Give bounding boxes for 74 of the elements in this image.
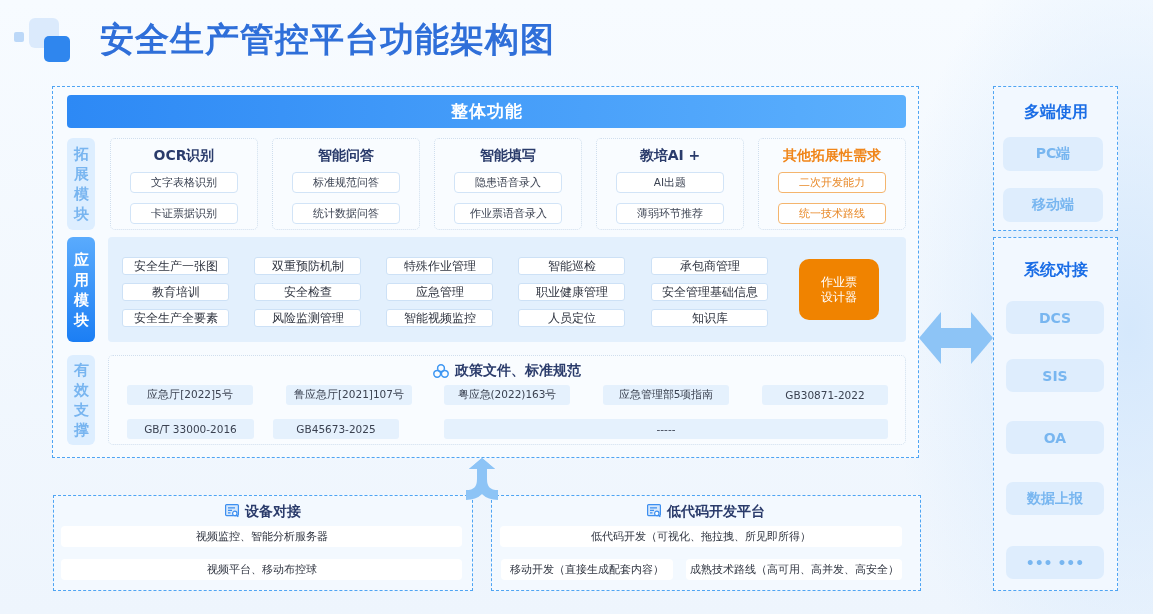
- feature-tag: 智能视频监控: [386, 309, 493, 327]
- platform-panel: [53, 495, 473, 591]
- feature-tag: 应急管理: [386, 283, 493, 301]
- side-tab: 应用模块: [67, 237, 95, 342]
- standard-tag: 应急厅[2022]5号: [127, 385, 253, 405]
- endpoint-tile: ••• •••: [1006, 546, 1104, 579]
- feature-card: [758, 138, 906, 230]
- feature-bar: 视频监控、智能分析服务器: [61, 526, 462, 547]
- title: 安全生产管控平台功能架构图: [100, 18, 555, 61]
- feature-tag: 统一技术路线: [778, 203, 886, 224]
- feature-tag: 双重预防机制: [254, 257, 361, 275]
- feature-tag: AI出题: [616, 172, 724, 193]
- feature-tag: 标准规范问答: [292, 172, 400, 193]
- standard-tag: GB/T 33000-2016: [127, 419, 254, 439]
- feature-tag: 智能巡检: [518, 257, 625, 275]
- panel-heading: 低代码开发平台: [667, 502, 765, 520]
- header-bar: 整体功能: [67, 95, 906, 128]
- feature-bar: 成熟技术路线（高可用、高并发、高安全）: [686, 559, 902, 580]
- standard-tag: GB45673-2025: [273, 419, 399, 439]
- standard-tag: -----: [444, 419, 888, 439]
- standard-tag: GB30871-2022: [762, 385, 888, 405]
- feature-tag: 安全生产一张图: [122, 257, 229, 275]
- panel-title: 多端使用: [1023, 102, 1088, 122]
- support-panel: [108, 355, 906, 445]
- feature-card: [272, 138, 420, 230]
- card-title: 其他拓展性需求: [783, 146, 881, 165]
- side-tab: 有效支撑: [67, 355, 95, 445]
- endpoint-tile: 移动端: [1003, 188, 1103, 222]
- platform-panel: [491, 495, 921, 591]
- double-arrow: [919, 312, 993, 364]
- panel-title: 系统对接: [1023, 259, 1088, 280]
- feature-tag: 卡证票据识别: [130, 203, 238, 224]
- feature-bar: 视频平台、移动布控球: [61, 559, 462, 580]
- feature-tag: 风险监测管理: [254, 309, 361, 327]
- feature-tile: 作业票设计器: [799, 259, 879, 320]
- standard-tag: 鲁应急厅[2021]107号: [286, 385, 412, 405]
- feature-tag: 安全生产全要素: [122, 309, 229, 327]
- feature-tag: 安全管理基础信息: [651, 283, 768, 301]
- module-panel: [108, 237, 906, 342]
- feature-bar: 移动开发（直接生成配套内容）: [501, 559, 673, 580]
- feature-card: [596, 138, 744, 230]
- feature-tag: 薄弱环节推荐: [616, 203, 724, 224]
- feature-card: [434, 138, 582, 230]
- standard-tag: 应急管理部5项指南: [603, 385, 729, 405]
- card-title: 教培AI +: [639, 146, 701, 165]
- card-title: OCR识别: [153, 146, 215, 165]
- card-title: 智能填写: [480, 146, 536, 165]
- feature-tag: 作业票语音录入: [454, 203, 562, 224]
- feature-tag: 教育培训: [122, 283, 229, 301]
- card-title: 智能问答: [318, 146, 374, 165]
- feature-tag: 二次开发能力: [778, 172, 886, 193]
- side-panel: [993, 86, 1118, 231]
- module-panel: [52, 86, 919, 458]
- feature-card: [110, 138, 258, 230]
- endpoint-tile: PC端: [1003, 137, 1103, 171]
- feature-tag: 隐患语音录入: [454, 172, 562, 193]
- feature-tag: 职业健康管理: [518, 283, 625, 301]
- feature-tag: 承包商管理: [651, 257, 768, 275]
- endpoint-tile: 数据上报: [1006, 482, 1104, 515]
- panel-heading: 政策文件、标准规范: [455, 362, 581, 379]
- feature-tag: 知识库: [651, 309, 768, 327]
- feature-tag: 安全检查: [254, 283, 361, 301]
- feature-tag: 特殊作业管理: [386, 257, 493, 275]
- standard-tag: 粤应急(2022)163号: [444, 385, 570, 405]
- endpoint-tile: DCS: [1006, 301, 1104, 334]
- side-panel: [993, 237, 1118, 591]
- panel-heading: 设备对接: [245, 502, 301, 520]
- side-tab: 拓展模块: [67, 138, 95, 230]
- feature-tag: 文字表格识别: [130, 172, 238, 193]
- endpoint-tile: SIS: [1006, 359, 1104, 392]
- feature-tag: 统计数据问答: [292, 203, 400, 224]
- endpoint-tile: OA: [1006, 421, 1104, 454]
- feature-tag: 人员定位: [518, 309, 625, 327]
- feature-bar: 低代码开发（可视化、拖拉拽、所见即所得）: [500, 526, 902, 547]
